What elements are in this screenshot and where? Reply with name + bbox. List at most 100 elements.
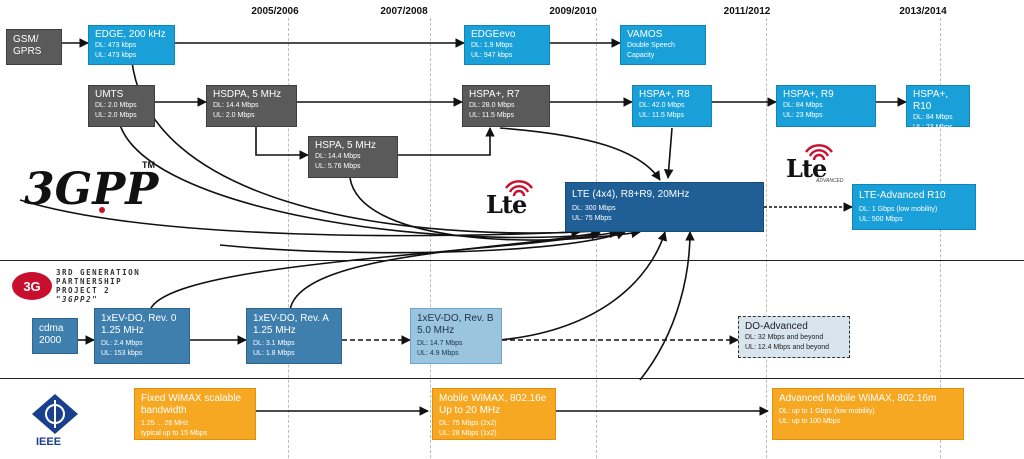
year-label: 2009/2010 bbox=[549, 6, 597, 17]
gsm-gprs-box: GSM/ GPRS bbox=[6, 29, 62, 65]
box-uplink: UL: 4.9 Mbps bbox=[417, 350, 459, 357]
box-downlink: DL: 1.9 Mbps bbox=[471, 42, 513, 49]
box-uplink: UL: 500 Mbps bbox=[859, 216, 903, 223]
svg-text:3GPP: 3GPP bbox=[24, 164, 160, 215]
box-uplink: UL: 28 Mbps (1x2) bbox=[439, 430, 497, 437]
box-title: HSPA+, R10 bbox=[913, 89, 949, 112]
lte-box: LTE (4x4), R8+R9, 20MHz DL: 300 Mbps UL:… bbox=[565, 182, 764, 232]
3gpp2-line: PROJECT 2 bbox=[56, 286, 111, 295]
box-title: Advanced Mobile WiMAX, 802.16m bbox=[779, 393, 937, 404]
hspa-plus-r8-box: HSPA+, R8 DL: 42.0 Mbps UL: 11.5 Mbps bbox=[632, 85, 712, 127]
3gpp-logo: 3GPP TM bbox=[20, 160, 170, 216]
arrow-r7-lte bbox=[499, 127, 661, 181]
3gpp2-logo: 3G bbox=[10, 266, 210, 310]
year-gridline bbox=[288, 18, 289, 458]
hspa-box: HSPA, 5 MHz DL: 14.4 Mbps UL: 5.76 Mbps bbox=[308, 136, 398, 178]
box-uplink: UL: 11.5 Mbps bbox=[469, 112, 515, 119]
hsdpa-box: HSDPA, 5 MHz DL: 14.4 Mbps UL: 2.0 Mbps bbox=[206, 85, 297, 127]
box-downlink: DL: 84 Mbps bbox=[783, 102, 823, 109]
box-title: Fixed WiMAX scalable bandwidth bbox=[141, 393, 242, 416]
box-uplink: UL: 75 Mbps bbox=[572, 215, 612, 222]
section-divider bbox=[0, 260, 1024, 261]
box-uplink: UL: 153 kbps bbox=[101, 350, 143, 357]
box-title: 1xEV-DO, Rev. 0 1.25 MHz bbox=[101, 313, 177, 336]
fixed-wimax-box: Fixed WiMAX scalable bandwidth 1.25 ... … bbox=[134, 388, 256, 440]
box-downlink: DL: 84 Mbps bbox=[913, 114, 953, 121]
box-title: cdma 2000 bbox=[39, 323, 64, 346]
lte-logo: Lte bbox=[484, 178, 554, 219]
box-title: DO-Advanced bbox=[745, 321, 808, 332]
box-title: HSPA+, R8 bbox=[639, 89, 690, 100]
3gpp2-line: 3RD GENERATION bbox=[56, 268, 141, 277]
box-title: EDGEevo bbox=[471, 29, 516, 40]
arrow-evdob-lte bbox=[499, 231, 667, 341]
box-uplink: UL: 2.0 Mbps bbox=[213, 112, 255, 119]
box-title: UMTS bbox=[95, 89, 124, 100]
box-detail: 1.25 ... 28 MHz bbox=[141, 420, 189, 427]
year-label: 2013/2014 bbox=[899, 6, 947, 17]
3g-badge-icon: 3G bbox=[12, 272, 52, 300]
box-title: EDGE, 200 kHz bbox=[95, 29, 166, 40]
box-downlink: DL: 14.4 Mbps bbox=[213, 102, 259, 109]
year-label: 2005/2006 bbox=[251, 6, 299, 17]
box-downlink: DL: 300 Mbps bbox=[572, 205, 616, 212]
3gpp2-line: "3GPP2" bbox=[56, 295, 99, 304]
year-gridline bbox=[430, 18, 431, 458]
box-title: HSPA, 5 MHz bbox=[315, 140, 376, 151]
arrow-evdoa-lte bbox=[289, 229, 601, 311]
edgeevo-box: EDGEevo DL: 1.9 Mbps UL: 947 kbps bbox=[464, 25, 550, 65]
box-downlink: DL: up to 1 Gbps (low mobility) bbox=[779, 408, 875, 415]
lte-signal-icon bbox=[805, 144, 833, 161]
umts-box: UMTS DL: 2.0 Mbps UL: 2.0 Mbps bbox=[88, 85, 155, 127]
box-title: HSDPA, 5 MHz bbox=[213, 89, 282, 100]
hspa-plus-r10-box: HSPA+, R10 DL: 84 Mbps UL: 23 Mbps bbox=[906, 85, 970, 131]
box-uplink: UL: 5.76 Mbps bbox=[315, 163, 361, 170]
box-title: GSM/ GPRS bbox=[13, 34, 42, 57]
advanced-mobile-wimax-box: Advanced Mobile WiMAX, 802.16m DL: up to… bbox=[772, 388, 964, 440]
lte-advanced-box: LTE-Advanced R10 DL: 1 Gbps (low mobilit… bbox=[852, 184, 976, 230]
box-uplink: UL: 947 kbps bbox=[471, 52, 513, 59]
lte-signal-icon bbox=[505, 180, 533, 197]
svg-text:3G: 3G bbox=[23, 279, 40, 294]
mobile-wimax-box: Mobile WiMAX, 802.16e Up to 20 MHz DL: 7… bbox=[432, 388, 556, 440]
do-advanced-box: DO-Advanced DL: 32 Mbps and beyond UL: 1… bbox=[738, 316, 850, 358]
vamos-box: VAMOS Double Speech Capacity bbox=[620, 25, 706, 65]
ieee-diamond-icon bbox=[32, 394, 78, 434]
box-uplink: UL: 11.5 Mbps bbox=[639, 112, 685, 119]
year-label: 2007/2008 bbox=[380, 6, 428, 17]
box-downlink: DL: 32 Mbps and beyond bbox=[745, 334, 824, 341]
box-uplink: UL: 23 Mbps bbox=[913, 124, 953, 131]
box-downlink: DL: 2.4 Mbps bbox=[101, 340, 143, 347]
box-uplink: UL: 23 Mbps bbox=[783, 112, 823, 119]
box-downlink: DL: 2.0 Mbps bbox=[95, 102, 137, 109]
cdma2000-box: cdma 2000 bbox=[32, 318, 78, 354]
arrow-hspa-r7 bbox=[398, 127, 495, 156]
box-title: HSPA+, R7 bbox=[469, 89, 520, 100]
box-uplink: UL: 1.8 Mbps bbox=[253, 350, 295, 357]
box-downlink: DL: 473 kbps bbox=[95, 42, 137, 49]
box-downlink: DL: 42.0 Mbps bbox=[639, 102, 685, 109]
lte-wordmark: Lte bbox=[786, 154, 827, 183]
trademark-mark: TM bbox=[142, 160, 155, 170]
box-downlink: DL: 14.7 Mbps bbox=[417, 340, 463, 347]
ieee-wordmark: IEEE bbox=[36, 436, 62, 448]
box-uplink: UL: 12.4 Mbps and beyond bbox=[745, 344, 830, 351]
box-detail: Double Speech bbox=[627, 42, 675, 49]
box-uplink: UL: 2.0 Mbps bbox=[95, 112, 137, 119]
box-uplink: UL: up to 100 Mbps bbox=[779, 418, 841, 425]
lte-wordmark: Lte bbox=[486, 190, 527, 219]
lte-advanced-logo: Lte ADVANCED bbox=[786, 142, 856, 186]
3gpp2-line: PARTNERSHIP bbox=[56, 277, 123, 286]
section-divider bbox=[0, 378, 1024, 379]
box-detail: Capacity bbox=[627, 52, 655, 59]
evdo-reva-box: 1xEV-DO, Rev. A 1.25 MHz DL: 3.1 Mbps UL… bbox=[246, 308, 342, 364]
year-label: 2011/2012 bbox=[723, 6, 771, 17]
arrow-umts-lte bbox=[119, 124, 601, 240]
year-gridline bbox=[940, 18, 941, 458]
box-title: LTE-Advanced R10 bbox=[859, 190, 946, 201]
advanced-tag: ADVANCED bbox=[816, 178, 844, 184]
box-title: HSPA+, R9 bbox=[783, 89, 834, 100]
box-downlink: DL: 3.1 Mbps bbox=[253, 340, 295, 347]
